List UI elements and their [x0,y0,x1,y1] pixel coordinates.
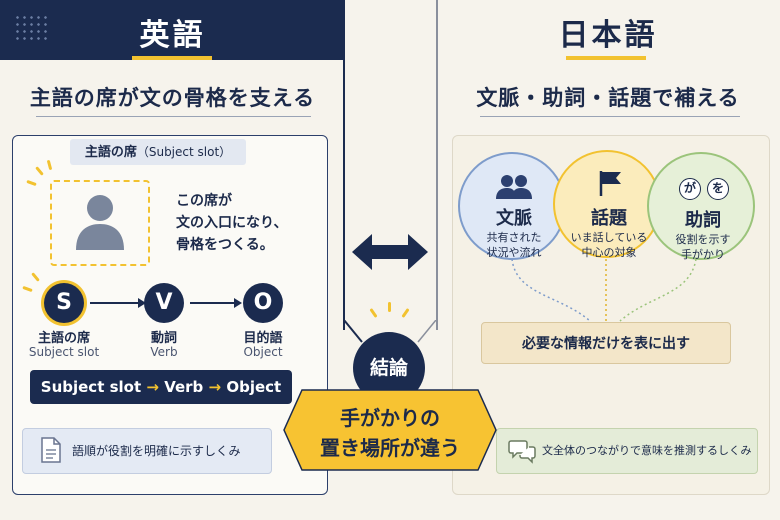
japanese-note-text: 文全体のつながりで意味を推測するしくみ [542,444,752,457]
particle-desc: 役割を示す 手がかり [649,232,757,262]
svo-flow-arrows [90,298,242,308]
japanese-summary-box: 必要な情報だけを表に出す [481,322,731,364]
slot-description-line: 文の入口になり、 [176,215,288,231]
slot-description: この席が 文の入口になり、 骨格をつくる。 [176,190,326,256]
context-desc-line: 状況や流れ [486,246,542,259]
japanese-subtitle: 文脈・助詞・話題で補える [476,86,740,110]
subject-tag-label: 主語の席 [84,145,137,160]
particle-ga-badge: が [679,178,701,200]
english-note-text: 語順が役割を明確に示すしくみ [72,444,241,458]
svo-arrow: → [146,378,159,396]
bottom-connector-lines [343,320,437,343]
node-object: O [243,283,283,323]
japanese-divider-line [436,0,438,330]
conclusion-hexagon [283,389,497,471]
particle-circle: が を 助詞 役割を示す 手がかり [647,152,757,262]
english-subtitle-rule [36,116,311,117]
node-verb: V [144,283,184,323]
particle-title: 助詞 [685,210,721,231]
dotted-connectors [511,258,697,322]
context-circle: 文脈 共有された 状況や流れ [458,152,566,260]
node-verb-sub: Verb [150,345,178,359]
flag-icon [599,171,621,196]
person-icon [76,195,124,250]
japanese-title: 日本語 [558,18,658,53]
context-desc-line: 共有された [486,231,542,244]
slot-description-line: この席が [176,193,232,209]
spark-mark [369,308,378,318]
chat-bubbles-icon [508,440,536,464]
subject-slot-dashed-box [50,180,150,266]
english-note-box [22,428,272,474]
particle-desc-line: 手がかり [681,248,725,261]
svo-part-verb: Verb [164,378,204,396]
subject-tag-english: （Subject slot） [136,145,232,159]
svo-part-subject: Subject slot [40,378,142,396]
english-title-underline [132,56,212,60]
context-desc: 共有された 状況や流れ [460,230,568,260]
topic-desc-line: いま話している [570,231,648,244]
english-subtitle: 主語の席が文の骨格を支える [29,86,316,110]
particle-wo-badge: を [707,178,729,200]
node-subject-sub: Subject slot [28,345,100,359]
decorative-dot-grid [14,14,50,40]
node-subject-label: 主語の席 [37,331,90,346]
japanese-subtitle-rule [480,116,740,117]
node-object-sub: Object [243,345,283,359]
people-icon [496,175,532,199]
particle-desc-line: 役割を示す [675,233,731,246]
double-arrow-icon [352,234,428,270]
node-subject: S [44,283,84,323]
topic-desc: いま話している 中心の対象 [555,230,663,260]
node-object-label: 目的語 [243,331,283,346]
japanese-note-box [496,428,758,474]
slot-description-line: 骨格をつくる。 [176,237,274,253]
spark-mark [401,308,410,318]
conclusion-message-line2: 置き場所が違う [320,436,460,460]
english-divider-line [343,0,345,330]
topic-title: 話題 [591,208,627,229]
spark-mark [388,302,391,312]
topic-desc-line: 中心の対象 [581,246,637,259]
svo-arrow: → [208,378,222,396]
subject-slot-tag: 主語の席（Subject slot） [70,139,246,165]
svo-part-object: Object [226,378,282,396]
svo-summary-bar: Subject slot → Verb → Object [30,370,292,404]
english-header-band [0,0,345,60]
japanese-title-underline [566,56,646,60]
context-title: 文脈 [496,208,532,229]
node-verb-label: 動詞 [150,331,177,346]
topic-circle: 話題 いま話している 中心の対象 [553,150,663,260]
conclusion-message-line1: 手がかりの [340,406,440,430]
english-title: 英語 [139,18,206,53]
document-icon [41,437,61,463]
